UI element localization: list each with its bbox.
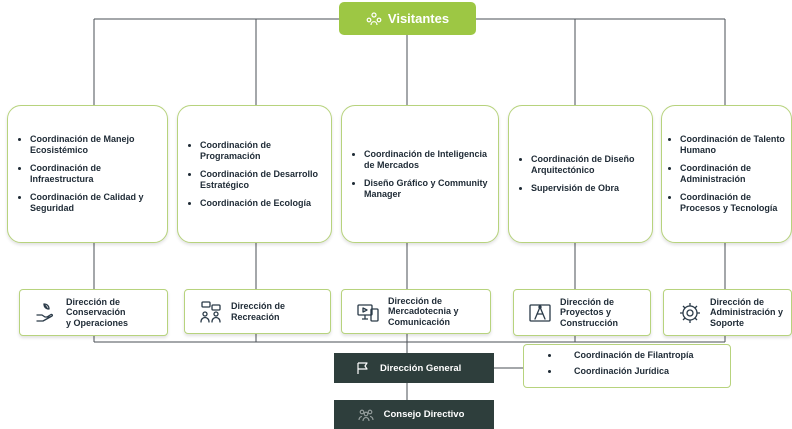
card-mercadotecnia: Coordinación de Inteligencia de Mercados… <box>341 105 499 243</box>
direccion-mercadotecnia: Dirección de Mercadotecnia y Comunicació… <box>341 289 491 334</box>
direccion-general: Dirección General <box>334 353 494 383</box>
drafting-icon <box>529 303 551 322</box>
card-conservacion: Coordinación de Manejo Ecosistémico Coor… <box>7 105 168 243</box>
consejo-directivo: Consejo Directivo <box>334 400 494 429</box>
gear-icon <box>680 302 700 323</box>
direccion-label: Dirección de Mercadotecnia y Comunicació… <box>388 295 459 327</box>
card-item: Coordinación de Procesos y Tecnología <box>680 192 785 214</box>
hands-leaf-icon <box>36 302 54 322</box>
card-item: Diseño Gráfico y Community Manager <box>364 178 492 200</box>
card-item: Coordinación de Ecología <box>200 198 325 209</box>
visitantes-node: Visitantes <box>339 2 476 35</box>
visitantes-label: Visitantes <box>387 11 450 26</box>
card-recreacion: Coordinación de Programación Coordinació… <box>177 105 332 243</box>
people-chat-icon <box>200 300 221 323</box>
general-units-box: Coordinación de Filantropía Coordinación… <box>523 344 731 388</box>
card-item: Coordinación de Inteligencia de Mercados <box>364 149 492 171</box>
flag-icon <box>357 362 368 374</box>
general-unit-item: Coordinación Jurídica <box>560 366 730 377</box>
direccion-administracion: Dirección de Administración y Soporte <box>663 289 792 336</box>
card-item: Coordinación de Desarrollo Estratégico <box>200 169 325 191</box>
direccion-general-label: Dirección General <box>380 362 462 374</box>
devices-icon <box>357 303 379 322</box>
direccion-conservacion: Dirección de Conservación y Operaciones <box>19 289 168 336</box>
card-item: Coordinación de Calidad y Seguridad <box>30 192 161 214</box>
direccion-proyectos: Dirección de Proyectos y Construcción <box>513 289 651 336</box>
card-item: Supervisión de Obra <box>531 183 646 194</box>
direccion-label: Dirección de Administración y Soporte <box>710 296 784 328</box>
card-item: Coordinación de Manejo Ecosistémico <box>30 134 161 156</box>
consejo-directivo-label: Consejo Directivo <box>383 409 465 420</box>
direccion-label: Dirección de Recreación <box>231 301 286 322</box>
direccion-label: Dirección de Conservación y Operaciones <box>66 296 129 328</box>
card-proyectos: Coordinación de Diseño Arquitectónico Su… <box>508 105 653 243</box>
card-administracion: Coordinación de Talento Humano Coordinac… <box>661 105 792 243</box>
general-unit-item: Coordinación de Filantropía <box>560 350 730 361</box>
card-item: Coordinación de Infraestructura <box>30 163 161 185</box>
people-icon <box>366 11 382 25</box>
card-item: Coordinación de Programación <box>200 140 325 162</box>
direccion-label: Dirección de Proyectos y Construcción <box>560 296 619 328</box>
card-item: Coordinación de Talento Humano <box>680 134 785 156</box>
card-item: Coordinación de Administración <box>680 163 785 185</box>
direccion-recreacion: Dirección de Recreación <box>184 289 331 334</box>
group-icon <box>358 409 374 421</box>
card-item: Coordinación de Diseño Arquitectónico <box>531 154 646 176</box>
